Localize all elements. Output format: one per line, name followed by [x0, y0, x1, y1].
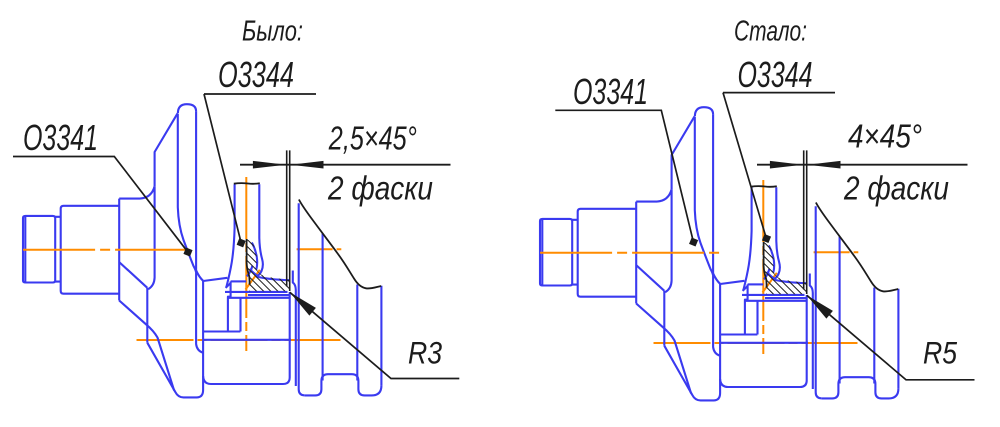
svg-text:2 фаски: 2 фаски	[843, 169, 949, 206]
svg-text:4×45°: 4×45°	[848, 117, 922, 154]
svg-text:R5: R5	[923, 335, 957, 371]
svg-text:R3: R3	[408, 335, 442, 371]
svg-text:О3341: О3341	[23, 117, 98, 158]
svg-text:2 фаски: 2 фаски	[327, 169, 433, 206]
svg-text:О3344: О3344	[738, 54, 813, 95]
svg-text:Было:: Было:	[242, 16, 303, 48]
svg-text:Стало:: Стало:	[734, 16, 807, 48]
svg-text:О3341: О3341	[573, 71, 648, 112]
svg-text:2,5×45°: 2,5×45°	[328, 120, 417, 157]
svg-text:О3344: О3344	[218, 54, 294, 95]
